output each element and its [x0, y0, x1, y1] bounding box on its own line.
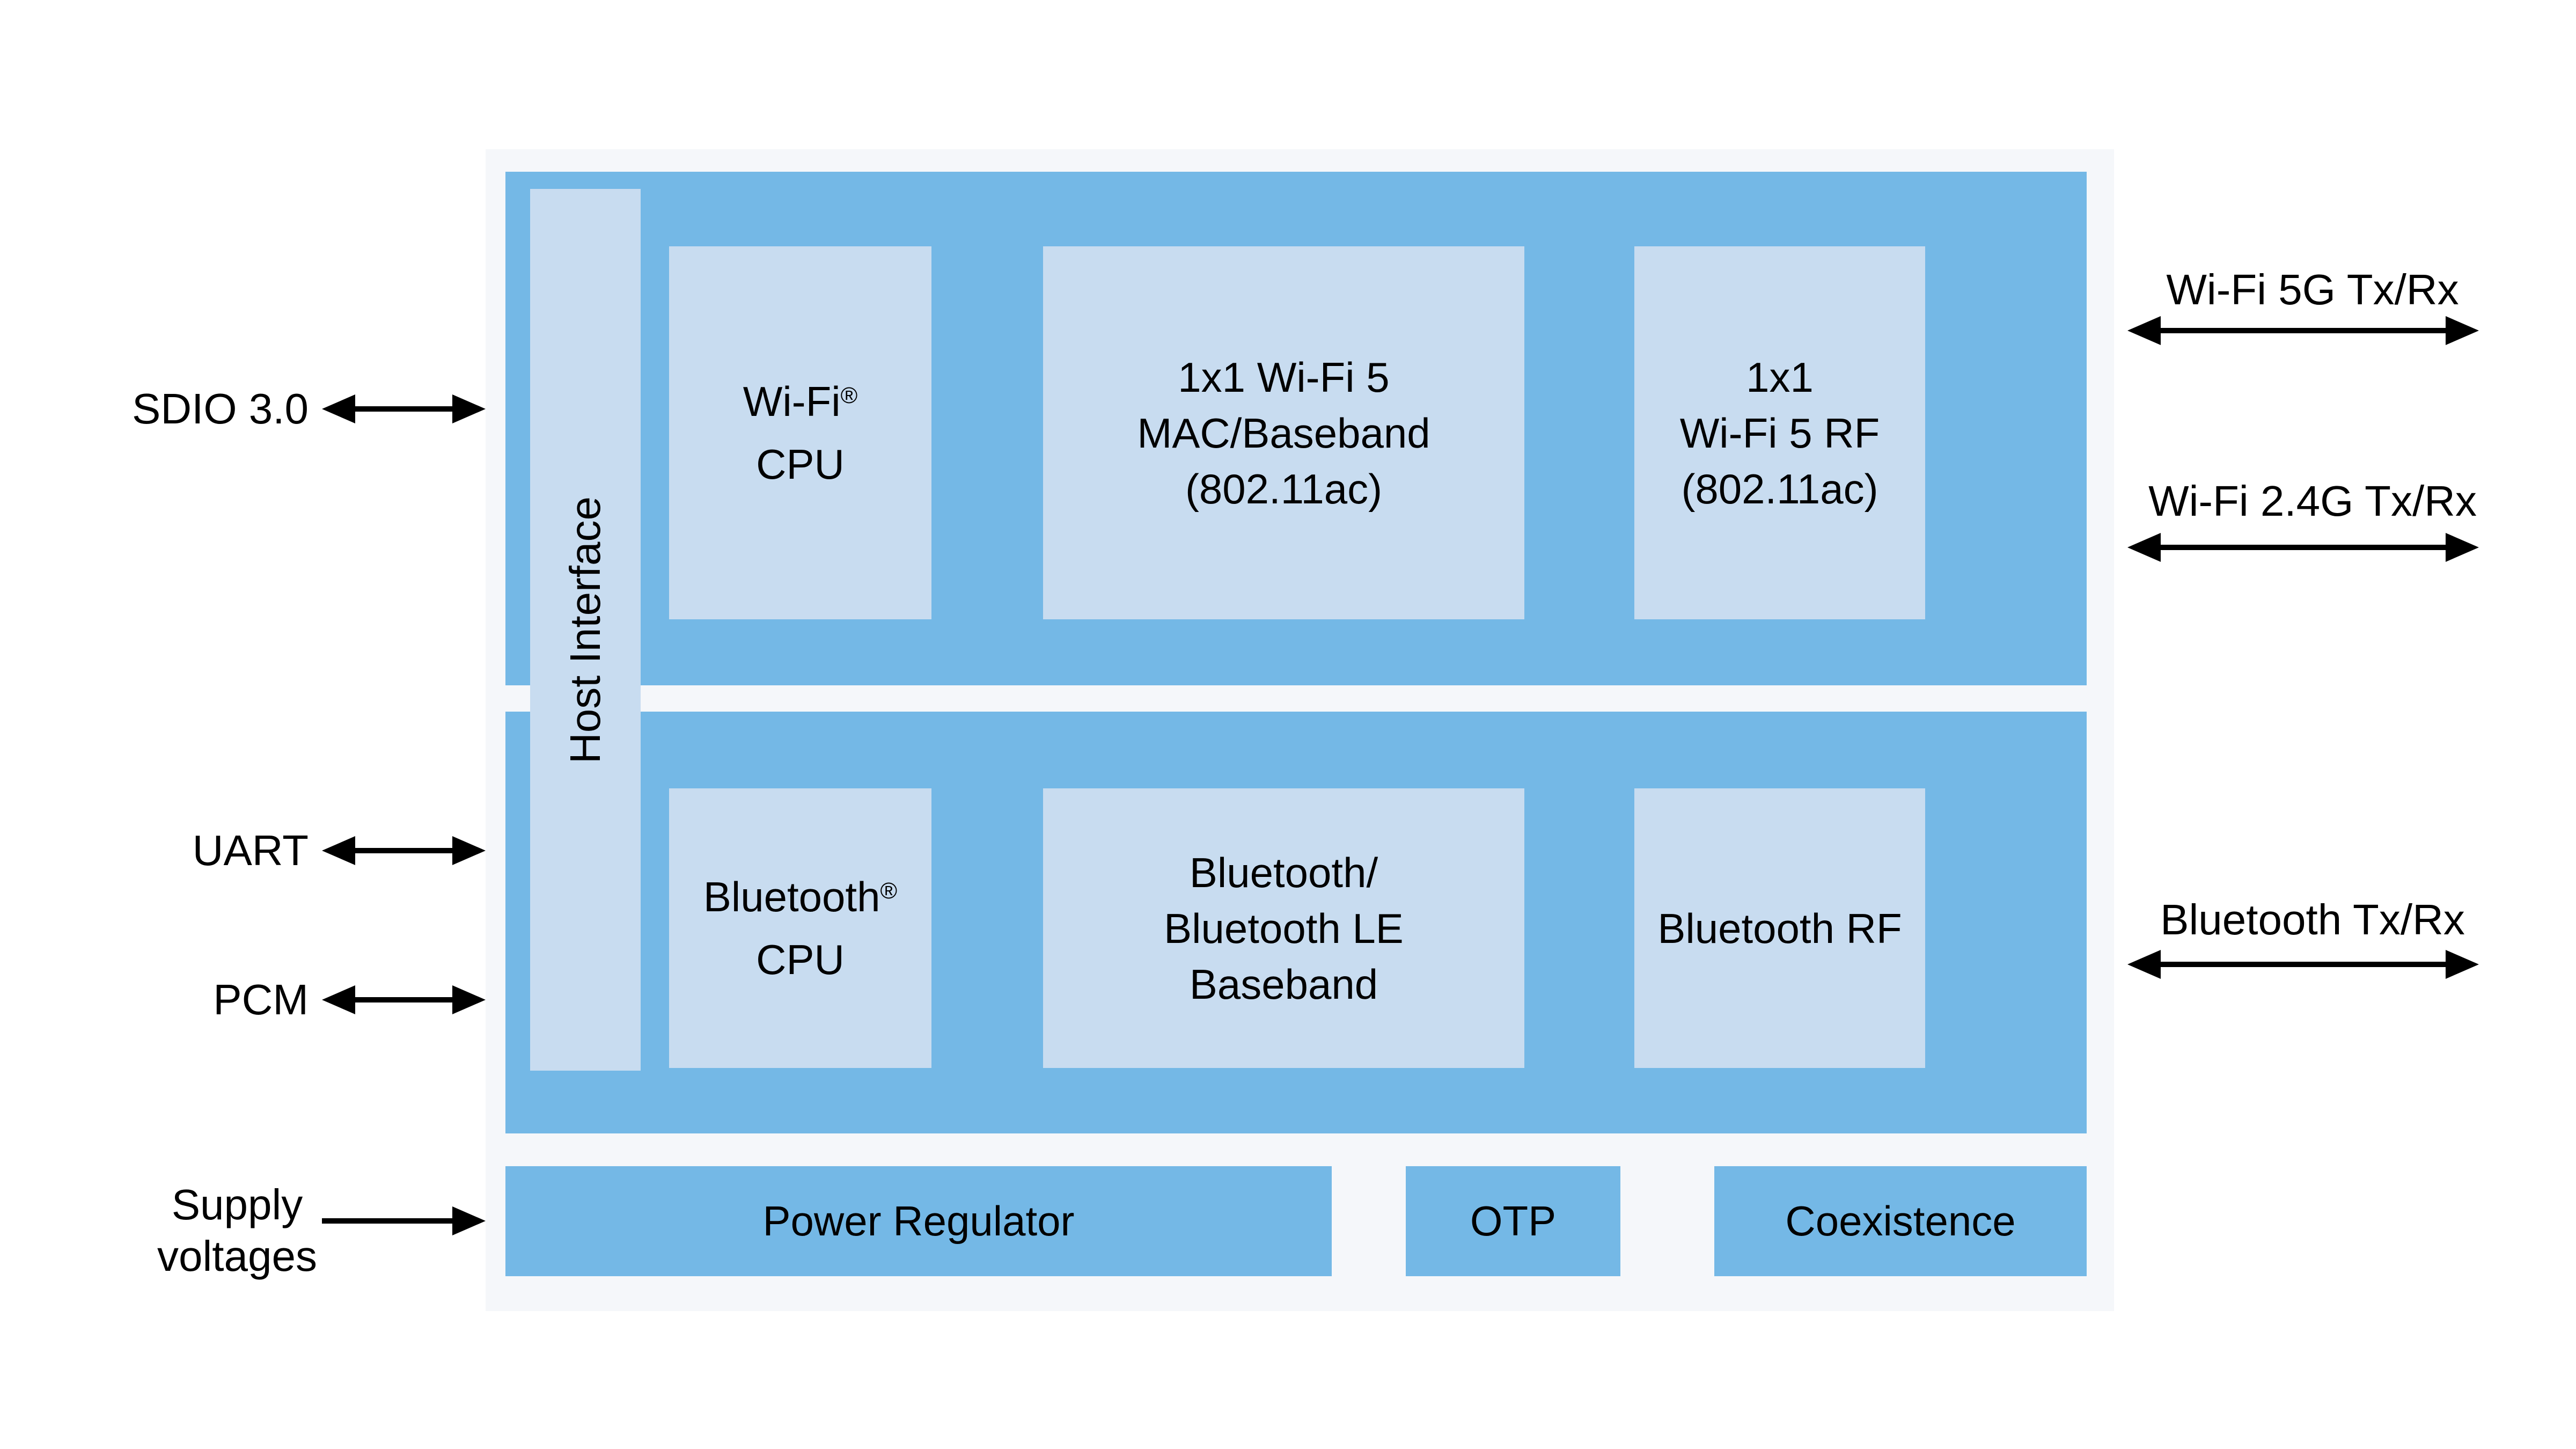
bluetooth-cpu-label-line1: Bluetooth®: [703, 873, 898, 920]
uart-bidirectional-arrow: [322, 836, 486, 865]
wifi-cpu-block: Wi-Fi® CPU: [669, 246, 931, 619]
bluetooth-cpu-block: Bluetooth® CPU: [669, 788, 931, 1068]
bluetooth-txrx-arrow: [2127, 950, 2479, 979]
wifi-mac-baseband-block: 1x1 Wi-Fi 5 MAC/Baseband (802.11ac): [1043, 246, 1524, 619]
bluetooth-rf-block: Bluetooth RF: [1634, 788, 1925, 1068]
arrow-line: [333, 406, 475, 412]
bluetooth-txrx-label: Bluetooth Tx/Rx: [2160, 896, 2465, 943]
wifi-24g-txrx-label: Wi-Fi 2.4G Tx/Rx: [2148, 477, 2477, 525]
wifi-cpu-label-line1: Wi-Fi®: [743, 378, 858, 425]
arrowhead-right: [2446, 950, 2479, 979]
wifi-mac-label-line3: (802.11ac): [1185, 465, 1383, 513]
power-regulator-label: Power Regulator: [762, 1197, 1075, 1245]
supply-voltages-label: Supply voltages: [103, 1179, 371, 1282]
wifi-cpu-label-line2: CPU: [756, 441, 845, 488]
arrow-line: [2138, 962, 2468, 967]
arrowhead-right: [2446, 316, 2479, 345]
arrow-line: [2138, 545, 2468, 550]
supply-voltages-label-line2: voltages: [157, 1232, 317, 1280]
arrowhead-right: [452, 1206, 486, 1235]
bluetooth-baseband-label-line2: Bluetooth LE: [1164, 904, 1404, 952]
sdio-bidirectional-arrow: [322, 394, 486, 423]
wifi-rf-label-line2: Wi-Fi 5 RF: [1679, 409, 1880, 457]
pcm-port-label: PCM: [213, 976, 309, 1023]
wifi-rf-label-line1: 1x1: [1746, 353, 1814, 401]
arrow-line: [2138, 328, 2468, 333]
uart-port-label: UART: [192, 826, 309, 874]
coexistence-block: Coexistence: [1714, 1166, 2087, 1276]
arrowhead-right: [452, 836, 486, 865]
arrow-line: [322, 1218, 475, 1224]
arrow-line: [333, 848, 475, 853]
arrowhead-right: [452, 985, 486, 1014]
wifi-5g-txrx-label: Wi-Fi 5G Tx/Rx: [2166, 266, 2459, 313]
host-interface-label: Host Interface: [561, 496, 610, 764]
sdio-port-label: SDIO 3.0: [131, 385, 309, 433]
bluetooth-baseband-label-line3: Baseband: [1189, 960, 1378, 1008]
wifi-rf-block: 1x1 Wi-Fi 5 RF (802.11ac): [1634, 246, 1925, 619]
wifi-24g-txrx-arrow: [2127, 533, 2479, 562]
supply-voltages-arrow: [322, 1206, 486, 1235]
arrow-line: [333, 997, 475, 1002]
arrowhead-right: [452, 394, 486, 423]
otp-block: OTP: [1406, 1166, 1620, 1276]
wifi-mac-label-line1: 1x1 Wi-Fi 5: [1178, 353, 1390, 401]
pcm-bidirectional-arrow: [322, 985, 486, 1014]
supply-voltages-label-line1: Supply: [171, 1181, 303, 1228]
bluetooth-baseband-label-line1: Bluetooth/: [1189, 848, 1378, 896]
power-regulator-block: Power Regulator: [505, 1166, 1332, 1276]
otp-label: OTP: [1470, 1197, 1557, 1245]
bluetooth-cpu-label-line2: CPU: [756, 936, 845, 983]
host-interface-block: Host Interface: [530, 189, 641, 1071]
coexistence-label: Coexistence: [1785, 1197, 2016, 1245]
wifi-mac-label-line2: MAC/Baseband: [1137, 409, 1430, 457]
wifi-5g-txrx-arrow: [2127, 316, 2479, 345]
bluetooth-rf-label: Bluetooth RF: [1657, 904, 1902, 952]
registered-mark: ®: [880, 878, 898, 904]
bluetooth-baseband-block: Bluetooth/ Bluetooth LE Baseband: [1043, 788, 1524, 1068]
arrowhead-right: [2446, 533, 2479, 562]
registered-mark: ®: [840, 383, 858, 409]
wifi-rf-label-line3: (802.11ac): [1681, 465, 1878, 513]
